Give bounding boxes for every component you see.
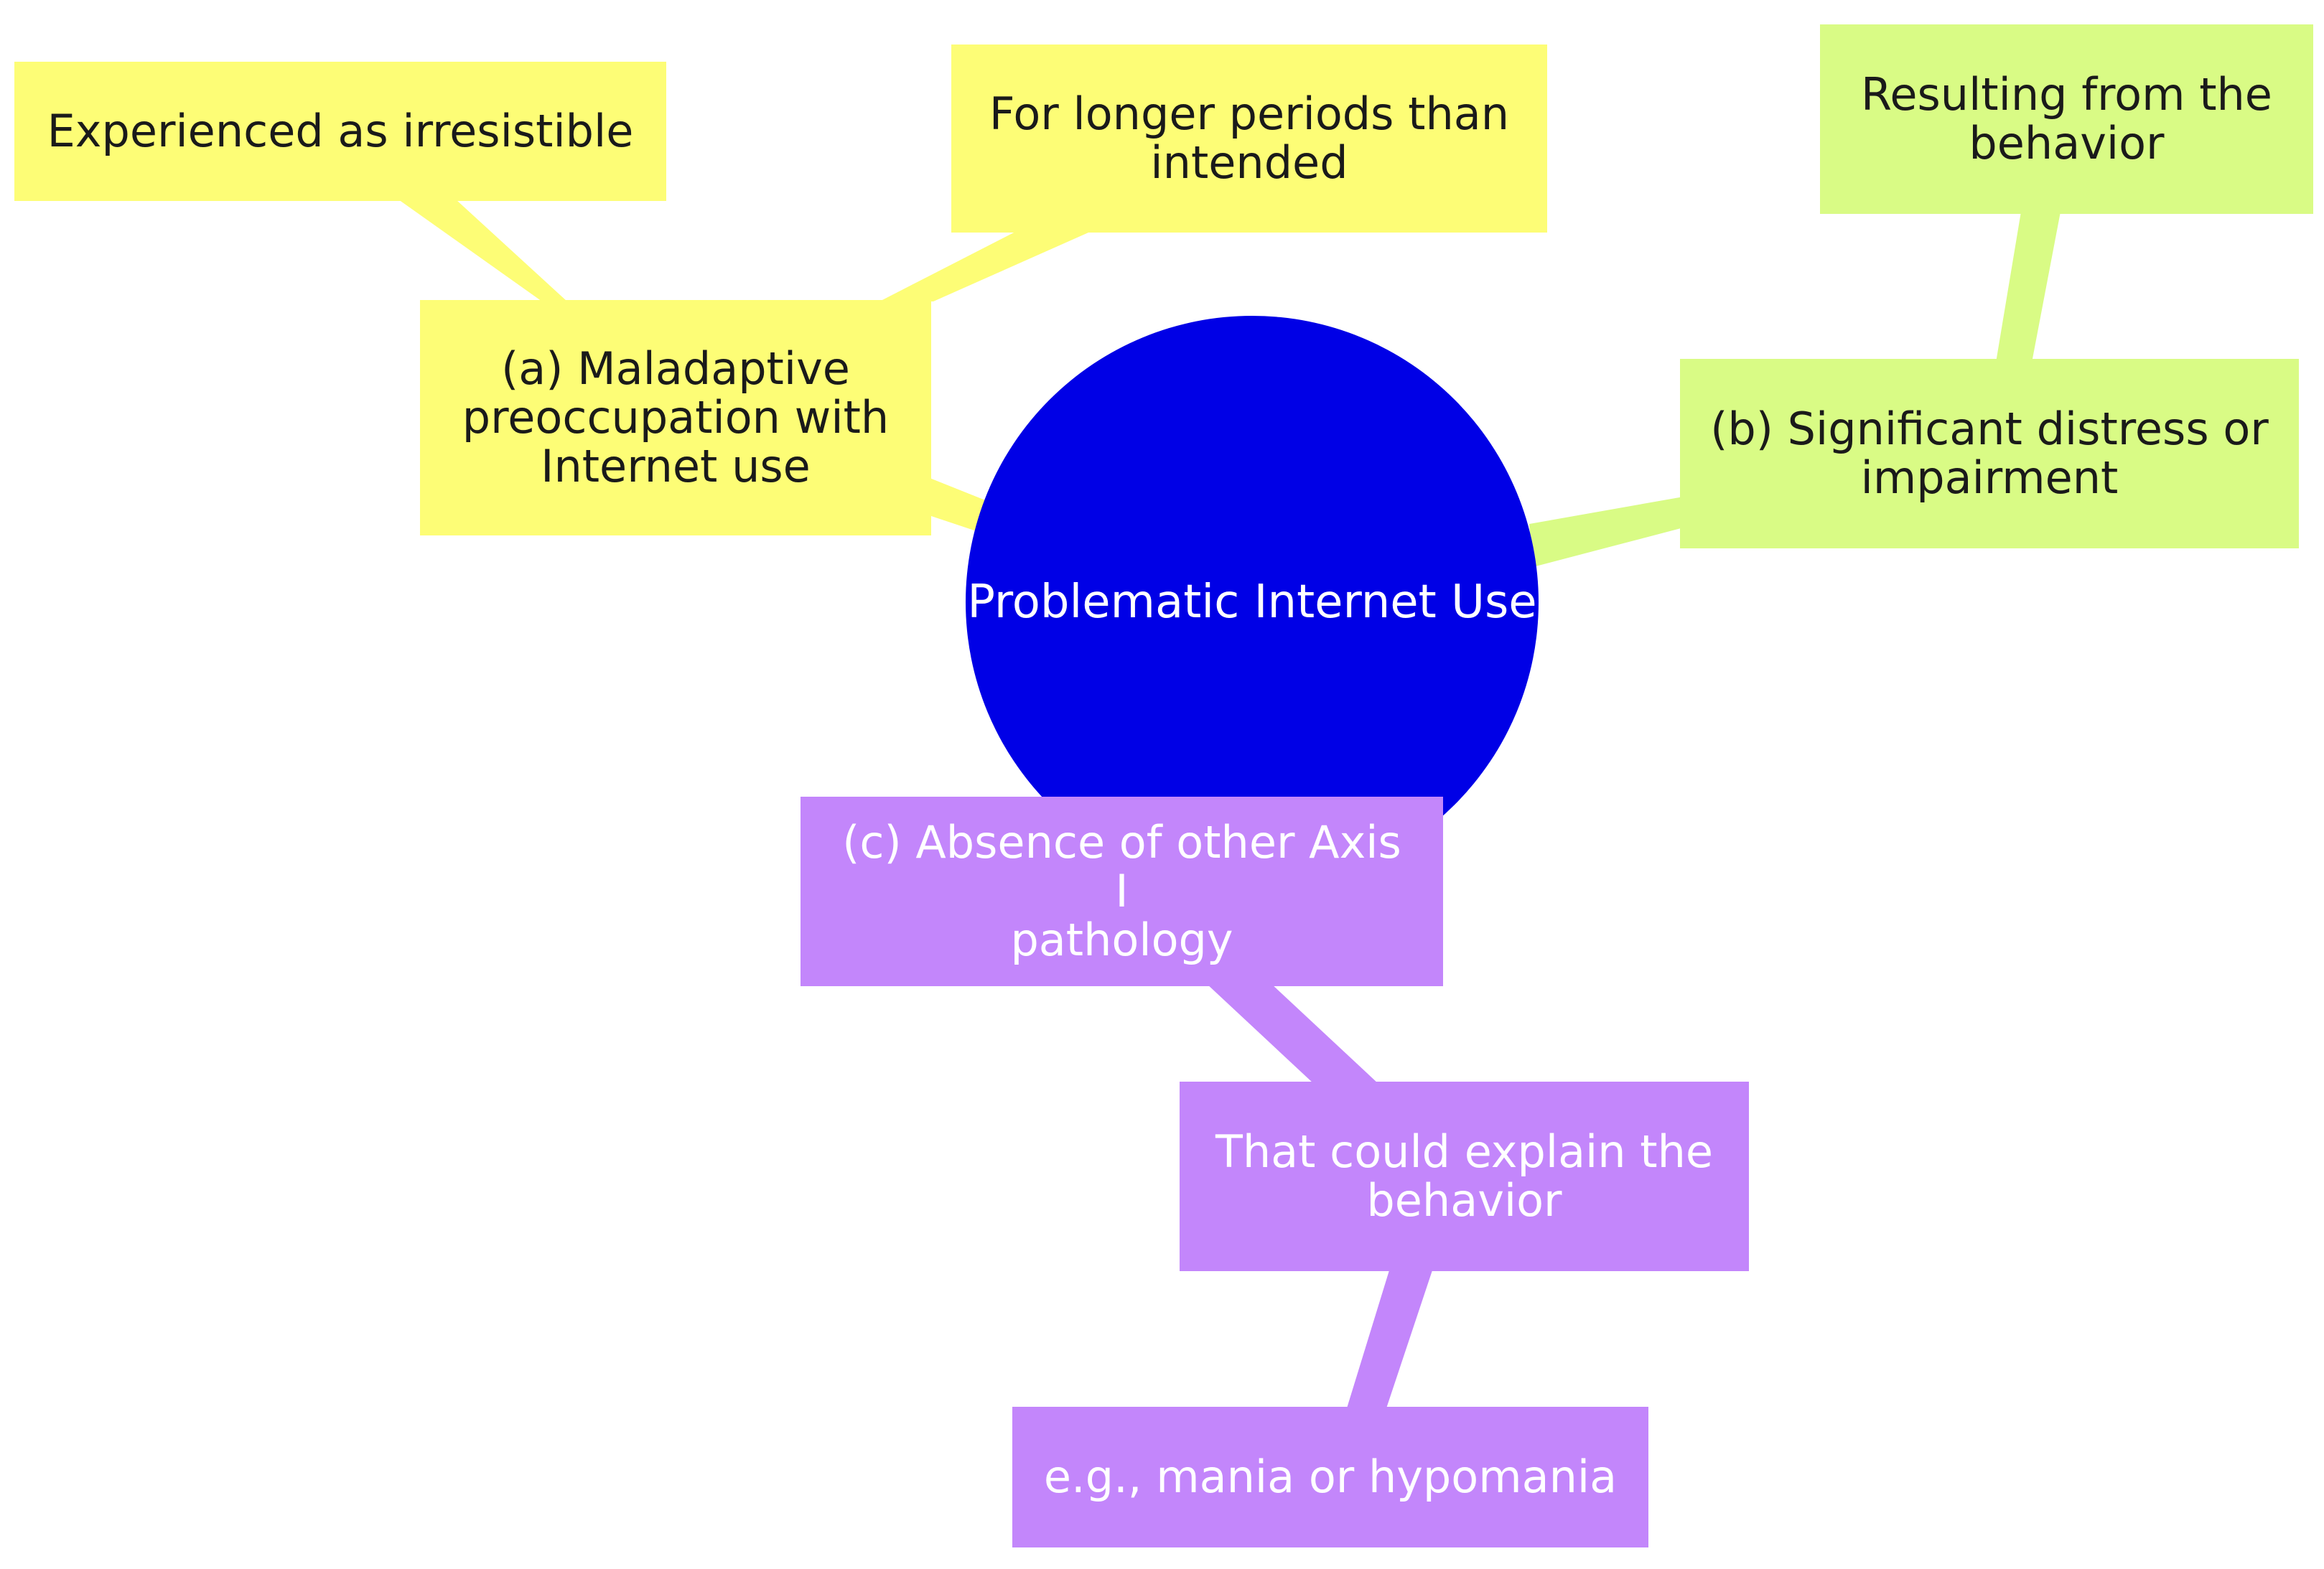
center-node-label: Problematic Internet Use: [967, 576, 1537, 629]
node-resulting-label: Resulting from the behavior: [1861, 68, 2272, 169]
center-node: Problematic Internet Use: [966, 316, 1539, 889]
node-experienced-as-irresistible: Experienced as irresistible: [14, 62, 666, 201]
node-example-label: e.g., mania or hypomania: [1043, 1451, 1618, 1503]
connector-b-to-resulting: [1996, 212, 2061, 362]
node-c-absence-of-axis-i: (c) Absence of other Axis I pathology: [801, 797, 1443, 986]
node-a-label: (a) Maladaptive preoccupation with Inter…: [462, 342, 890, 492]
node-could-explain-behavior: That could explain the behavior: [1180, 1082, 1749, 1271]
connector-explain-to-example: [1346, 1270, 1432, 1410]
node-explain-label: That could explain the behavior: [1215, 1125, 1714, 1227]
node-b-significant-distress: (b) Significant distress or impairment: [1680, 359, 2299, 548]
node-irresistible-label: Experienced as irresistible: [47, 105, 634, 157]
node-b-label: (b) Significant distress or impairment: [1710, 403, 2269, 504]
node-mania-or-hypomania: e.g., mania or hypomania: [1012, 1407, 1648, 1547]
connector-a-to-longer: [879, 230, 1095, 301]
connector-center-to-b: [1529, 497, 1684, 567]
node-resulting-from-behavior: Resulting from the behavior: [1820, 24, 2313, 214]
connector-center-to-a: [923, 475, 991, 535]
node-c-label: (c) Absence of other Axis I pathology: [842, 816, 1401, 966]
connectors: [398, 200, 2061, 1410]
connector-c-to-explain: [1206, 983, 1378, 1084]
node-longer-label: For longer periods than intended: [989, 88, 1510, 189]
connector-a-to-irresistible: [398, 200, 567, 301]
node-longer-periods: For longer periods than intended: [951, 45, 1547, 233]
node-a-maladaptive-preoccupation: (a) Maladaptive preoccupation with Inter…: [420, 300, 931, 535]
